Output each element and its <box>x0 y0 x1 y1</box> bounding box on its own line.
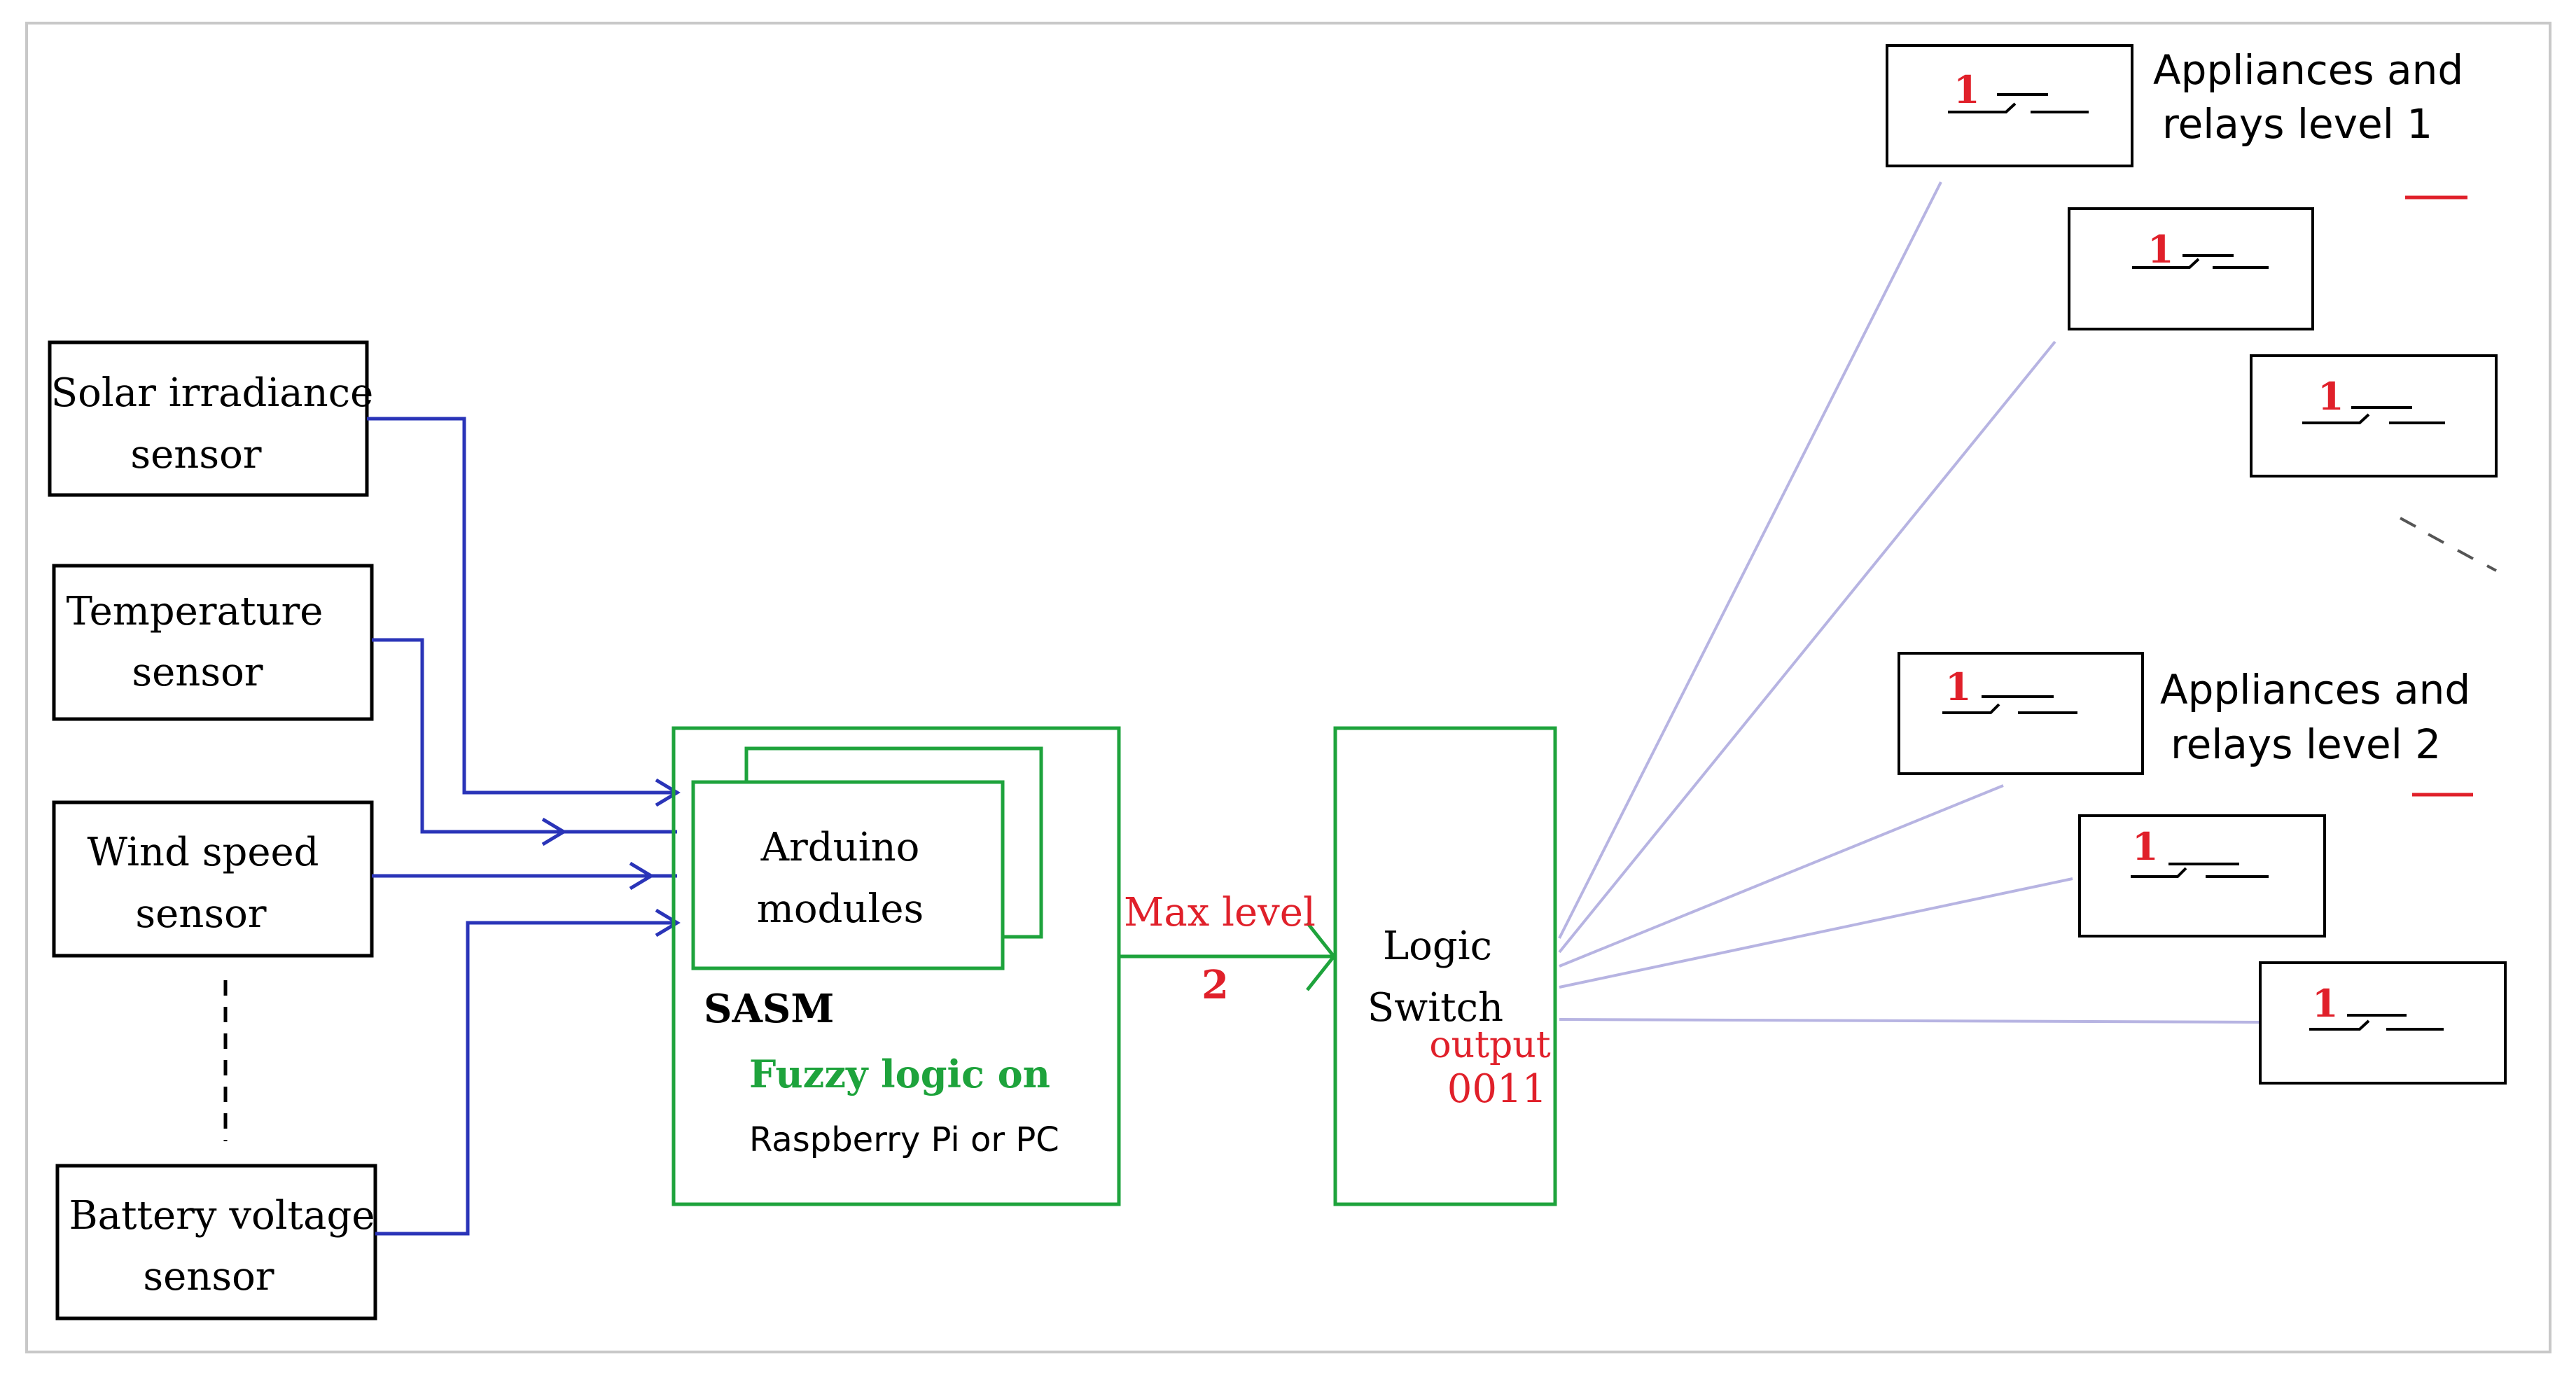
battery-sensor-frame <box>55 1164 377 1320</box>
arduino-label-line2: modules <box>757 886 924 932</box>
relay-number: 1 <box>2318 374 2344 419</box>
relay-switch-symbol <box>2302 406 2445 424</box>
max-level-link: Max level 2 <box>1119 890 1337 1008</box>
max-level-value: 2 <box>1202 962 1229 1008</box>
relay-number: 1 <box>1954 67 1980 112</box>
battery-sensor-label-line1: Battery voltage <box>69 1193 375 1239</box>
level1-label-line1: Appliances and <box>2153 46 2463 94</box>
relay-box-l2-1: 1 <box>1898 652 2144 775</box>
switch-output-value: 0011 <box>1447 1066 1547 1112</box>
logic-switch-label-line2: Switch <box>1367 985 1503 1031</box>
sensor-connectors <box>367 417 681 1236</box>
solar-irradiance-sensor-box: Solar irradiance sensor <box>48 340 374 497</box>
relay-switch-symbol <box>1948 93 2089 113</box>
relay-switch-symbol <box>2309 1014 2444 1031</box>
fanout-line-l1-r1 <box>1558 181 1942 939</box>
relay-frame <box>2078 814 2326 938</box>
switch-output-label: output <box>1429 1024 1550 1066</box>
solar-connector <box>367 417 677 795</box>
solar-sensor-label-line1: Solar irradiance <box>51 370 374 416</box>
relay-number: 1 <box>2132 824 2159 869</box>
relay-box-l2-3: 1 <box>2259 961 2507 1085</box>
arduino-label-line1: Arduino <box>760 825 920 870</box>
fanout-line-l2-r2 <box>1559 877 2073 989</box>
arduino-modules-frame <box>691 780 1005 970</box>
wind-sensor-label-line2: sensor <box>135 891 266 937</box>
relay-box-l1-2: 1 <box>2068 207 2314 330</box>
appliances-level1-label: Appliances and relays level 1 <box>2153 46 2467 200</box>
wind-sensor-label-line1: Wind speed <box>88 830 319 875</box>
relay-switch-symbol <box>2132 254 2269 269</box>
outer-frame <box>25 22 2551 1353</box>
level2-label-line2: relays level 2 <box>2171 720 2441 768</box>
relay-frame <box>2068 207 2314 330</box>
logic-switch-frame <box>1333 726 1557 1206</box>
temperature-sensor-frame <box>52 564 374 721</box>
max-level-label: Max level <box>1124 890 1316 935</box>
fanout-line-l2-r3 <box>1559 1018 2260 1024</box>
arduino-feedback-loop <box>744 746 1043 939</box>
solar-sensor-frame <box>48 340 369 497</box>
solar-sensor-label-line2: sensor <box>130 432 261 478</box>
relay-frame <box>1886 44 2133 167</box>
relay-number: 1 <box>1945 664 1972 709</box>
temperature-sensor-box: Temperature sensor <box>52 564 374 721</box>
relay-switch-symbol <box>2131 863 2269 878</box>
fanout-line-l2-r1 <box>1559 784 2004 968</box>
wind-sensor-frame <box>52 800 374 958</box>
battery-connector <box>375 921 677 1236</box>
battery-voltage-sensor-box: Battery voltage sensor <box>55 1164 377 1320</box>
relay-number: 1 <box>2312 981 2339 1026</box>
relay-fanout-lines <box>1558 181 2260 1024</box>
relay-frame <box>2250 354 2498 478</box>
appliances-level2-label: Appliances and relays level 2 <box>2160 666 2473 797</box>
solar-arrowhead <box>655 778 681 807</box>
sasm-block: Arduino modules SASM Fuzzy logic on Rasp… <box>671 726 1121 1206</box>
logic-switch-block: Logic Switch output 0011 <box>1333 726 1557 1206</box>
fuzzy-logic-label: Fuzzy logic on <box>749 1052 1050 1096</box>
relay-switch-symbol <box>1942 695 2077 714</box>
platform-label: Raspberry Pi or PC <box>749 1120 1059 1159</box>
wind-arrowhead <box>629 861 655 891</box>
relay-number: 1 <box>2147 227 2174 272</box>
relay-box-l2-2: 1 <box>2078 814 2326 938</box>
battery-arrowhead <box>655 908 681 938</box>
temperature-sensor-label-line2: sensor <box>132 650 263 695</box>
temperature-sensor-label-line1: Temperature <box>67 589 323 634</box>
temperature-arrowhead <box>541 817 567 846</box>
sasm-title: SASM <box>704 986 834 1032</box>
logic-switch-label-line1: Logic <box>1383 923 1492 969</box>
level1-label-line2: relays level 1 <box>2162 100 2432 148</box>
relay-box-l1-3: 1 <box>2250 354 2498 478</box>
level2-label-line1: Appliances and <box>2160 666 2470 713</box>
relay-frame <box>2259 961 2507 1085</box>
temperature-connector <box>372 638 677 834</box>
more-relays-dashes <box>2400 517 2497 572</box>
wind-speed-sensor-box: Wind speed sensor <box>52 800 374 958</box>
fanout-line-l1-r2 <box>1558 340 2056 954</box>
battery-sensor-label-line2: sensor <box>143 1254 274 1299</box>
sasm-frame <box>671 726 1121 1206</box>
relay-box-l1-1: 1 <box>1886 44 2133 167</box>
